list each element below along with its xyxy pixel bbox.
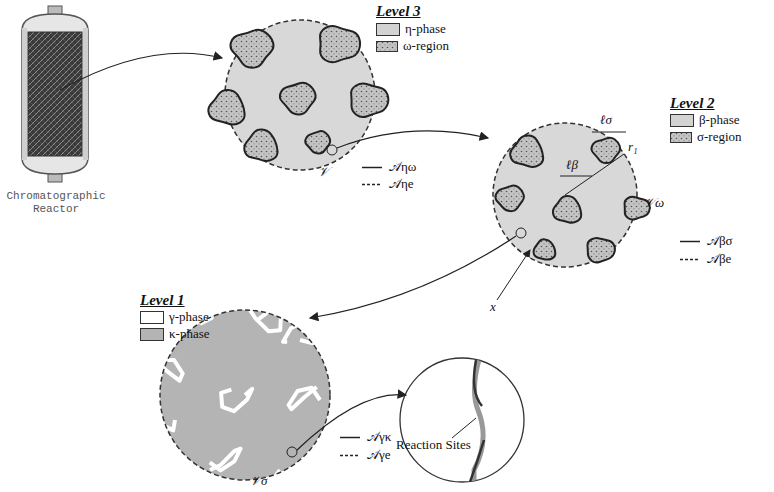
pore-crack — [289, 387, 320, 409]
particle-blob — [587, 238, 614, 262]
reactor — [22, 6, 88, 182]
level-heading: Level 1 — [140, 292, 185, 309]
legend-item: γ-phase — [140, 310, 209, 325]
level-heading: Level 2 — [670, 95, 715, 112]
particle-blob — [208, 90, 244, 125]
legend-text: 𝒜βe — [707, 252, 731, 267]
radius-symbol: r₁ — [628, 140, 638, 155]
zoom-arrow — [337, 131, 488, 148]
legend-sample — [362, 179, 384, 190]
level1-region — [160, 310, 330, 480]
legend-text: 𝒜βσ — [707, 234, 733, 249]
legend-item: 𝒜ηe — [362, 177, 414, 192]
legend-item: ω-region — [376, 39, 449, 54]
particle-blob — [244, 130, 277, 161]
position-vector — [497, 250, 530, 300]
zoom-arrow — [297, 395, 406, 450]
legend-text: β-phase — [699, 113, 740, 128]
volume-symbol: 𝒱σ — [250, 474, 267, 489]
legend-swatch — [670, 114, 694, 127]
legend-text: 𝒜ηe — [389, 177, 414, 192]
leader-line — [452, 418, 476, 438]
legend-sample — [376, 41, 398, 52]
legend-text: ω-region — [403, 39, 449, 54]
pore-crack — [210, 449, 241, 471]
detail-circle — [400, 358, 524, 482]
legend-sample — [340, 450, 362, 461]
legend-swatch — [140, 328, 164, 341]
particle-blob — [534, 239, 556, 259]
callout-label: Reaction Sites — [396, 438, 471, 453]
length-bar — [560, 176, 592, 177]
particle-blob — [230, 30, 273, 68]
pore-crack — [144, 409, 175, 430]
pore-crack — [270, 470, 301, 492]
zoom-marker — [516, 228, 526, 238]
zoom-arrow — [310, 236, 516, 318]
radius-line — [565, 154, 624, 195]
legend-item: 𝒜βσ — [680, 234, 733, 249]
legend-item: 𝒜βe — [680, 252, 731, 267]
legend-item: η-phase — [376, 22, 446, 37]
zoom-marker — [287, 447, 297, 457]
legend-sample — [340, 432, 362, 443]
legend-sample — [680, 236, 702, 247]
level2-region — [493, 123, 637, 267]
length-symbol: ℓσ — [600, 113, 612, 128]
volume-symbol: 𝒱ω — [644, 196, 664, 211]
legend-swatch — [376, 23, 400, 36]
legend-text: κ-phase — [169, 327, 209, 342]
pore-wall — [470, 356, 484, 490]
particle-blob — [510, 136, 543, 167]
particle-blob — [495, 186, 523, 212]
legend-item: κ-phase — [140, 327, 209, 342]
particle-blob — [351, 83, 388, 117]
legend-item: 𝒜γκ — [340, 430, 391, 445]
particle-blob — [280, 83, 316, 115]
particle-blob — [320, 26, 360, 62]
legend-text: 𝒜ηω — [389, 160, 416, 175]
reactor-caption: Chromatographic Reactor — [2, 190, 110, 215]
legend-text: γ-phase — [169, 310, 209, 325]
length-bar — [592, 132, 626, 133]
legend-item: 𝒜γe — [340, 448, 391, 463]
level1-outline — [160, 310, 330, 480]
zoom-arrow — [60, 53, 222, 90]
legend-sample — [362, 162, 384, 173]
level-heading: Level 3 — [376, 3, 421, 20]
position-symbol: x — [490, 300, 496, 315]
legend-item: 𝒜ηω — [362, 160, 416, 175]
length-symbol: ℓβ — [566, 158, 578, 173]
pore-crack — [221, 389, 252, 411]
legend-text: η-phase — [405, 22, 446, 37]
legend-text: 𝒜γκ — [367, 430, 391, 445]
zoom-marker — [327, 145, 337, 155]
legend-text: σ-region — [697, 130, 742, 145]
legend-sample — [670, 132, 692, 143]
legend-text: 𝒜γe — [367, 448, 391, 463]
particle-blob — [305, 131, 330, 153]
legend-swatch — [140, 311, 164, 324]
particle-blob — [553, 196, 581, 223]
legend-item: σ-region — [670, 130, 742, 145]
legend-sample — [680, 254, 702, 265]
volume-symbol: 𝒱 — [318, 165, 329, 180]
legend-item: β-phase — [670, 113, 740, 128]
